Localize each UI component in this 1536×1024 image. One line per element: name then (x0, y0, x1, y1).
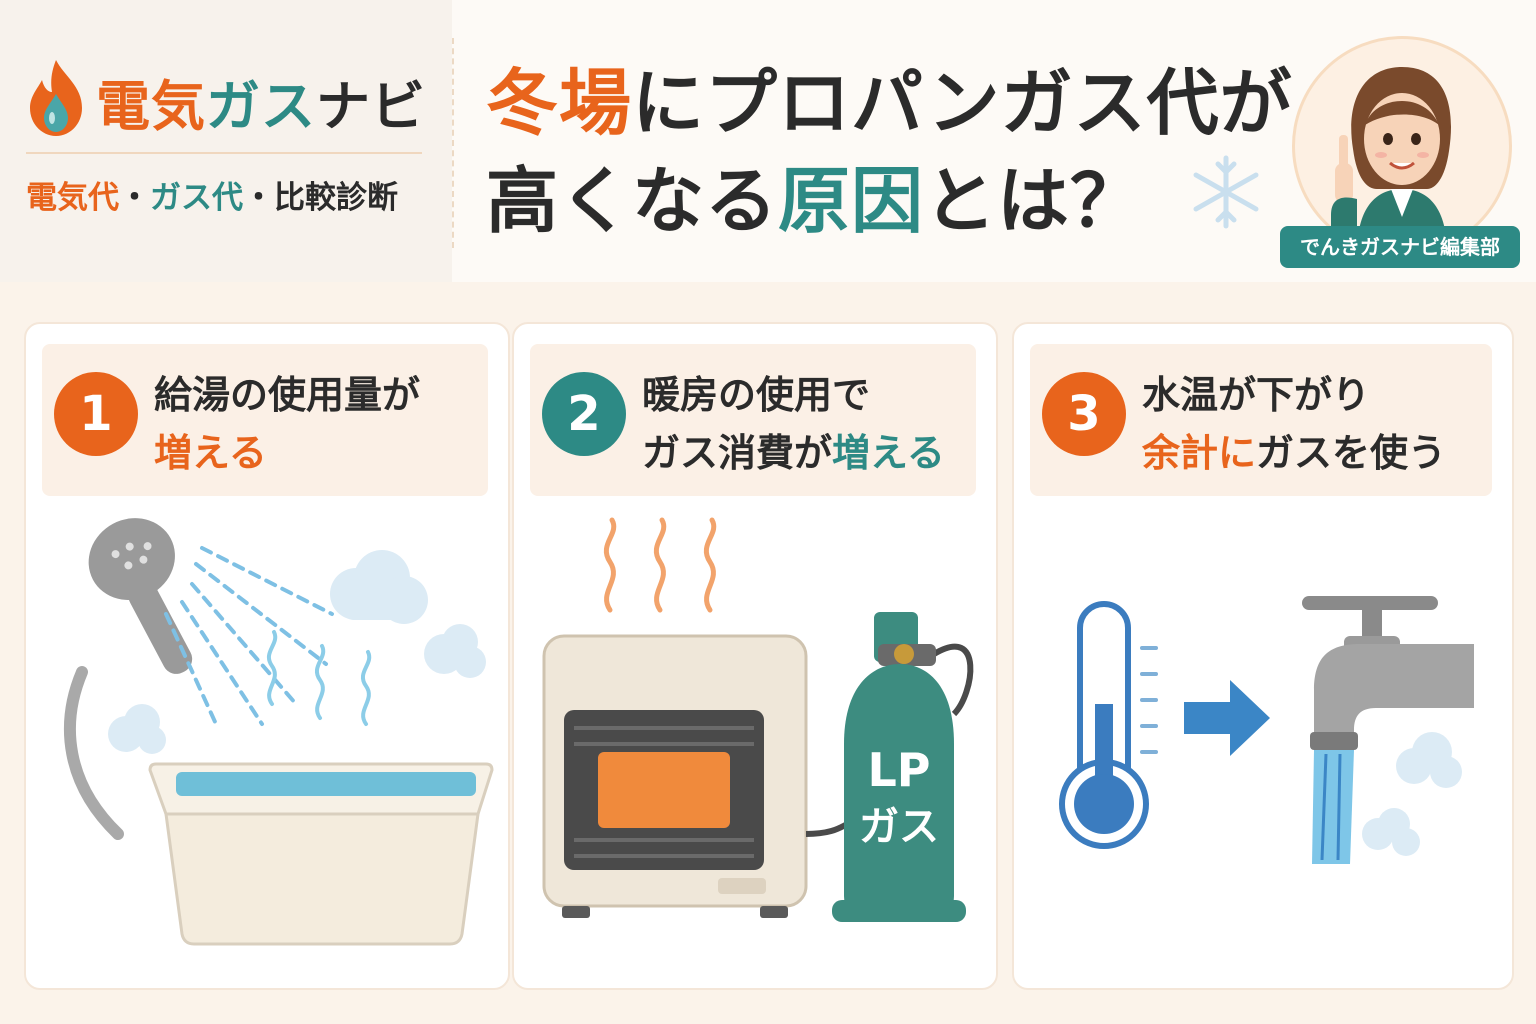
reason-1-line-1: 給湯の使用量が (154, 373, 421, 417)
reason-2-title: 暖房の使用で ガス消費が増える (642, 366, 945, 482)
brand-logo-text: 電気ガスナビ (96, 62, 426, 141)
heater-gas-tank-illustration: LP ガス (542, 517, 974, 922)
reason-1-line-2: 増える (154, 424, 420, 482)
editor-avatar-illustration (1331, 67, 1452, 253)
brand-tagline: 電気代・ガス代・比較診断 (26, 172, 398, 217)
reason-card-2-header: 2 暖房の使用で ガス消費が増える (530, 344, 976, 496)
brand-name-part3: ナビ (316, 75, 426, 138)
brand-name-part2: ガス (206, 75, 316, 138)
avatar (1292, 36, 1512, 256)
tagline-electricity: 電気代 (26, 180, 119, 216)
reason-3-highlight: 余計に (1142, 431, 1257, 475)
editor-badge: でんきガスナビ編集部 (1280, 226, 1520, 268)
reason-3-title: 水温が下がり 余計にガスを使う (1142, 366, 1446, 482)
header-divider (452, 38, 454, 248)
tank-label-gas: ガス (859, 804, 939, 850)
title-line-2: 高くなる原因とは？ (486, 152, 1293, 250)
water-spray-icon (164, 546, 334, 726)
reason-number-3: 3 (1042, 372, 1126, 456)
reason-2-line2-prefix: ガス消費が (642, 431, 833, 475)
reason-2-line-1: 暖房の使用で (642, 373, 871, 417)
reason-number-1: 1 (54, 372, 138, 456)
arrow-right-icon (1184, 680, 1270, 756)
water-stream-icon (1312, 750, 1354, 864)
snowflake-icon (1193, 155, 1259, 229)
reason-1-highlight: 増える (154, 431, 267, 475)
title-line2-end: とは？ (924, 159, 1144, 243)
brand-panel: 電気ガスナビ 電気代・ガス代・比較診断 (0, 0, 452, 282)
shower-head-icon (88, 518, 193, 674)
reason-3-line-1: 水温が下がり (1142, 373, 1371, 417)
reason-3-line2-rest: ガスを使う (1256, 431, 1447, 475)
title-line-1: 冬場にプロパンガス代が (486, 54, 1293, 152)
reason-card-2: 2 暖房の使用で ガス消費が増える (512, 322, 998, 990)
tagline-separator-2: ・ (243, 180, 274, 216)
cloud-icon (1362, 732, 1462, 856)
steam-icon (266, 630, 372, 726)
reason-number-2: 2 (542, 372, 626, 456)
tagline-separator-1: ・ (119, 180, 150, 216)
lp-gas-tank-icon (832, 612, 966, 922)
brand-name-part1: 電気 (96, 75, 206, 138)
bath-shower-illustration (63, 518, 494, 946)
flame-icon (30, 60, 82, 136)
cold-water-faucet-illustration (1059, 596, 1474, 864)
bathtub-icon (148, 762, 494, 946)
reason-card-3: 3 水温が下がり 余計にガスを使う (1012, 322, 1514, 990)
faucet-icon (1302, 596, 1474, 750)
gas-heater-icon (542, 634, 808, 918)
reason-card-3-header: 3 水温が下がり 余計にガスを使う (1030, 344, 1492, 496)
shower-hose-icon (63, 666, 124, 840)
tank-label-lp: LP (867, 743, 930, 797)
reason-2-highlight: 増える (832, 431, 945, 475)
page-title: 冬場にプロパンガス代が 高くなる原因とは？ (486, 54, 1293, 250)
reason-card-1: 1 給湯の使用量が 増える (24, 322, 510, 990)
title-highlight-cause: 原因 (778, 159, 925, 243)
reason-1-title: 給湯の使用量が 増える (154, 366, 420, 482)
thermometer-icon (1059, 601, 1158, 849)
reason-card-1-header: 1 給湯の使用量が 増える (42, 344, 488, 496)
brand-divider (26, 152, 422, 154)
tagline-gas: ガス代 (150, 180, 243, 216)
title-line2-start: 高くなる (486, 159, 779, 243)
heat-waves-icon (603, 517, 717, 613)
title-line1-rest: にプロパンガス代が (632, 61, 1293, 145)
tagline-compare: 比較診断 (274, 180, 398, 216)
title-highlight-winter: 冬場 (486, 61, 633, 145)
reason-3-line-2: 余計にガスを使う (1142, 424, 1446, 482)
reason-2-line-2: ガス消費が増える (642, 424, 945, 482)
cloud-icon (108, 550, 486, 754)
